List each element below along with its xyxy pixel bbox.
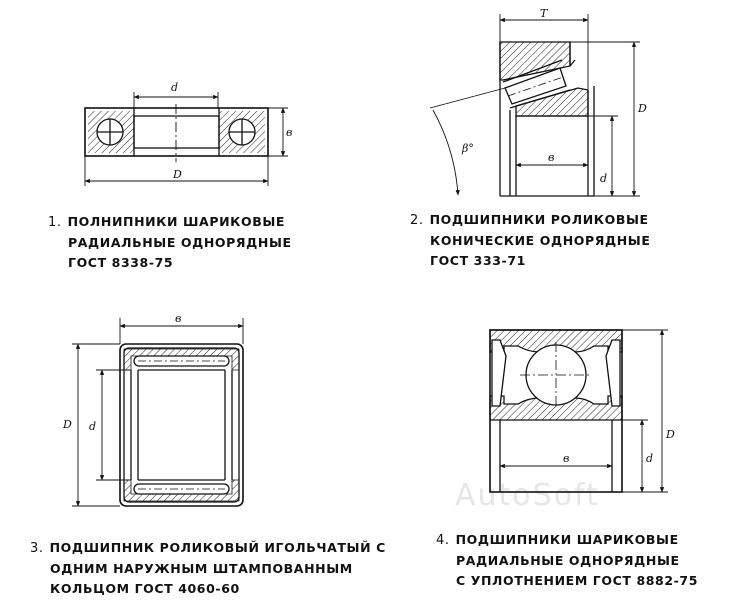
caption-3-line-1: ПОДШИПНИК РОЛИКОВЫЙ ИГОЛЬЧАТЫЙ С [49, 540, 386, 555]
caption-2: 2. ПОДШИПНИКИ РОЛИКОВЫЕ КОНИЧЕСКИЕ ОДНОРЯ… [410, 210, 650, 271]
caption-3-line-3: КОЛЬЦОМ ГОСТ 4060-60 [50, 581, 240, 596]
fig1-dim-d: d [171, 81, 178, 94]
caption-1: 1. ПОЛНИПНИКИ ШАРИКОВЫЕ РАДИАЛЬНЫЕ ОДНОРЯ… [48, 212, 292, 273]
caption-1-line-1: ПОЛНИПНИКИ ШАРИКОВЫЕ [67, 214, 286, 229]
fig3-dim-d: d [89, 420, 96, 433]
caption-2-line-1: ПОДШИПНИКИ РОЛИКОВЫЕ [429, 212, 649, 227]
figure-3-needle-bearing [72, 318, 244, 507]
caption-3: 3. ПОДШИПНИК РОЛИКОВЫЙ ИГОЛЬЧАТЫЙ С ОДНИМ… [30, 538, 386, 599]
fig2-dim-width: в [548, 151, 554, 164]
fig1-dim-width: в [286, 126, 292, 139]
caption-4-line-3: С УПЛОТНЕНИЕМ ГОСТ 8882-75 [456, 573, 699, 588]
figure-4-sealed-ball-bearing [489, 329, 668, 493]
fig3-dim-outer-diameter: D [62, 418, 72, 431]
watermark: AutoSoft [455, 478, 600, 513]
fig4-dim-width: в [563, 452, 569, 465]
fig2-dim-outer-diameter: D [637, 102, 647, 115]
caption-4: 4. ПОДШИПНИКИ ШАРИКОВЫЕ РАДИАЛЬНЫЕ ОДНОРЯ… [436, 530, 698, 591]
fig3-dim-width: в [175, 312, 181, 325]
fig4-dim-outer-diameter: D [665, 428, 675, 441]
fig1-dim-outer-diameter: D [172, 168, 182, 181]
caption-3-line-2: ОДНИМ НАРУЖНЫМ ШТАМПОВАННЫМ [50, 561, 353, 576]
fig2-dim-T: T [540, 7, 549, 20]
caption-1-line-3: ГОСТ 8338-75 [68, 255, 174, 270]
figure-1-ball-bearing [84, 92, 288, 186]
caption-4-line-2: РАДИАЛЬНЫЕ ОДНОРЯДНЫЕ [456, 553, 680, 568]
caption-3-number: 3. [30, 541, 44, 556]
caption-2-number: 2. [410, 213, 424, 228]
fig2-dim-d: d [600, 172, 607, 185]
caption-1-line-2: РАДИАЛЬНЫЕ ОДНОРЯДНЫЕ [68, 235, 292, 250]
caption-2-line-2: КОНИЧЕСКИЕ ОДНОРЯДНЫЕ [430, 233, 651, 248]
caption-1-number: 1. [48, 215, 62, 230]
caption-4-line-1: ПОДШИПНИКИ ШАРИКОВЫЕ [455, 532, 679, 547]
fig2-angle-beta: β° [461, 142, 474, 155]
caption-4-number: 4. [436, 533, 450, 548]
caption-2-line-3: ГОСТ 333-71 [430, 253, 526, 268]
fig4-dim-d: d [646, 452, 653, 465]
figure-2-tapered-roller-bearing [429, 14, 640, 197]
